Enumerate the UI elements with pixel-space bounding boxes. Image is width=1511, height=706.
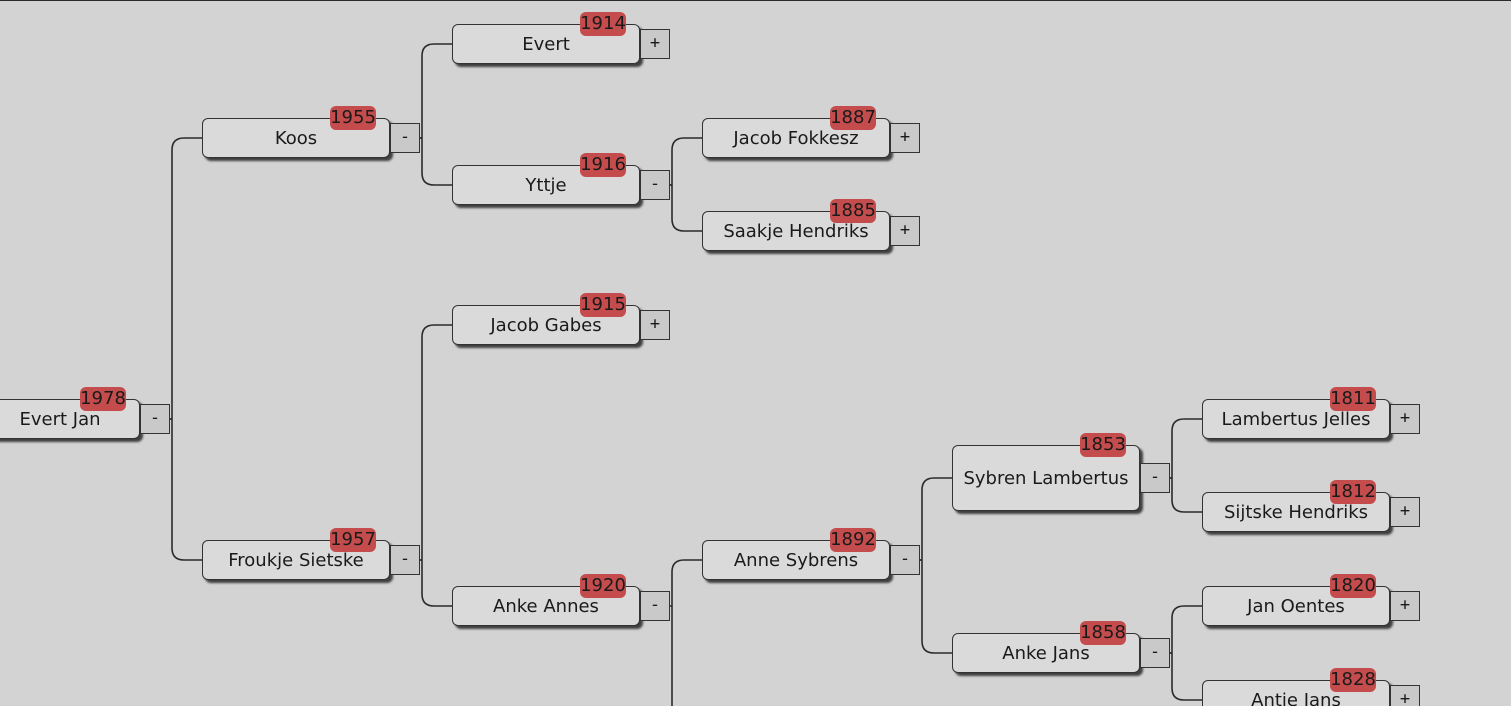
person-name: Jacob Fokkesz [733, 127, 859, 149]
collapse-button[interactable]: - [390, 123, 420, 153]
expand-button[interactable]: + [640, 310, 670, 340]
birth-year-badge: 1892 [830, 528, 876, 552]
person-node-lambertus-jelles[interactable]: Lambertus Jelles [1202, 399, 1390, 439]
birth-year-badge: 1858 [1080, 621, 1126, 645]
expand-button[interactable]: + [1390, 497, 1420, 527]
collapse-button[interactable]: - [640, 170, 670, 200]
collapse-button[interactable]: - [640, 591, 670, 621]
person-name: Froukje Sietske [228, 549, 364, 571]
person-name: Anne Sybrens [733, 549, 859, 571]
person-name: Evert [522, 33, 570, 55]
collapse-button[interactable]: - [890, 545, 920, 575]
birth-year-badge: 1920 [580, 574, 626, 598]
birth-year-badge: 1915 [580, 293, 626, 317]
expand-button[interactable]: + [1390, 591, 1420, 621]
birth-year-badge: 1955 [330, 106, 376, 130]
expand-button[interactable]: + [1390, 685, 1420, 706]
person-name: Sijtske Hendriks [1223, 501, 1369, 523]
birth-year-badge: 1957 [330, 528, 376, 552]
person-name: Anke Jans [1002, 642, 1090, 664]
birth-year-badge: 1812 [1330, 480, 1376, 504]
birth-year-badge: 1885 [830, 199, 876, 223]
person-name: Evert Jan [19, 408, 101, 430]
person-name: Antje Jans [1251, 689, 1341, 706]
birth-year-badge: 1828 [1330, 668, 1376, 692]
connector-evert-jan-koos [140, 137, 202, 420]
person-node-anke-jans[interactable]: Anke Jans [952, 633, 1140, 673]
expand-button[interactable]: + [1390, 404, 1420, 434]
collapse-button[interactable]: - [1140, 638, 1170, 668]
birth-year-badge: 1978 [80, 387, 126, 411]
birth-year-badge: 1820 [1330, 574, 1376, 598]
person-name: Anke Annes [493, 595, 599, 617]
person-name: Koos [274, 127, 318, 149]
collapse-button[interactable]: - [1140, 463, 1170, 493]
birth-year-badge: 1916 [580, 153, 626, 177]
connector-evert-jan-froukje-sietske [140, 418, 202, 561]
person-name: Jan Oentes [1247, 595, 1345, 617]
connector-froukje-sietske-jacob-gabes [390, 324, 452, 561]
birth-year-badge: 1811 [1330, 387, 1376, 411]
birth-year-badge: 1887 [830, 106, 876, 130]
person-name: Yttje [525, 174, 567, 196]
expand-button[interactable]: + [640, 29, 670, 59]
person-name: Jacob Gabes [490, 314, 602, 336]
expand-button[interactable]: + [890, 216, 920, 246]
person-name: Saakje Hendriks [723, 220, 869, 242]
expand-button[interactable]: + [890, 123, 920, 153]
person-name: Lambertus Jelles [1221, 408, 1371, 430]
collapse-button[interactable]: - [390, 545, 420, 575]
person-name: Sybren Lambertus [963, 467, 1129, 489]
birth-year-badge: 1853 [1080, 433, 1126, 457]
birth-year-badge: 1914 [580, 12, 626, 36]
collapse-button[interactable]: - [140, 404, 170, 434]
